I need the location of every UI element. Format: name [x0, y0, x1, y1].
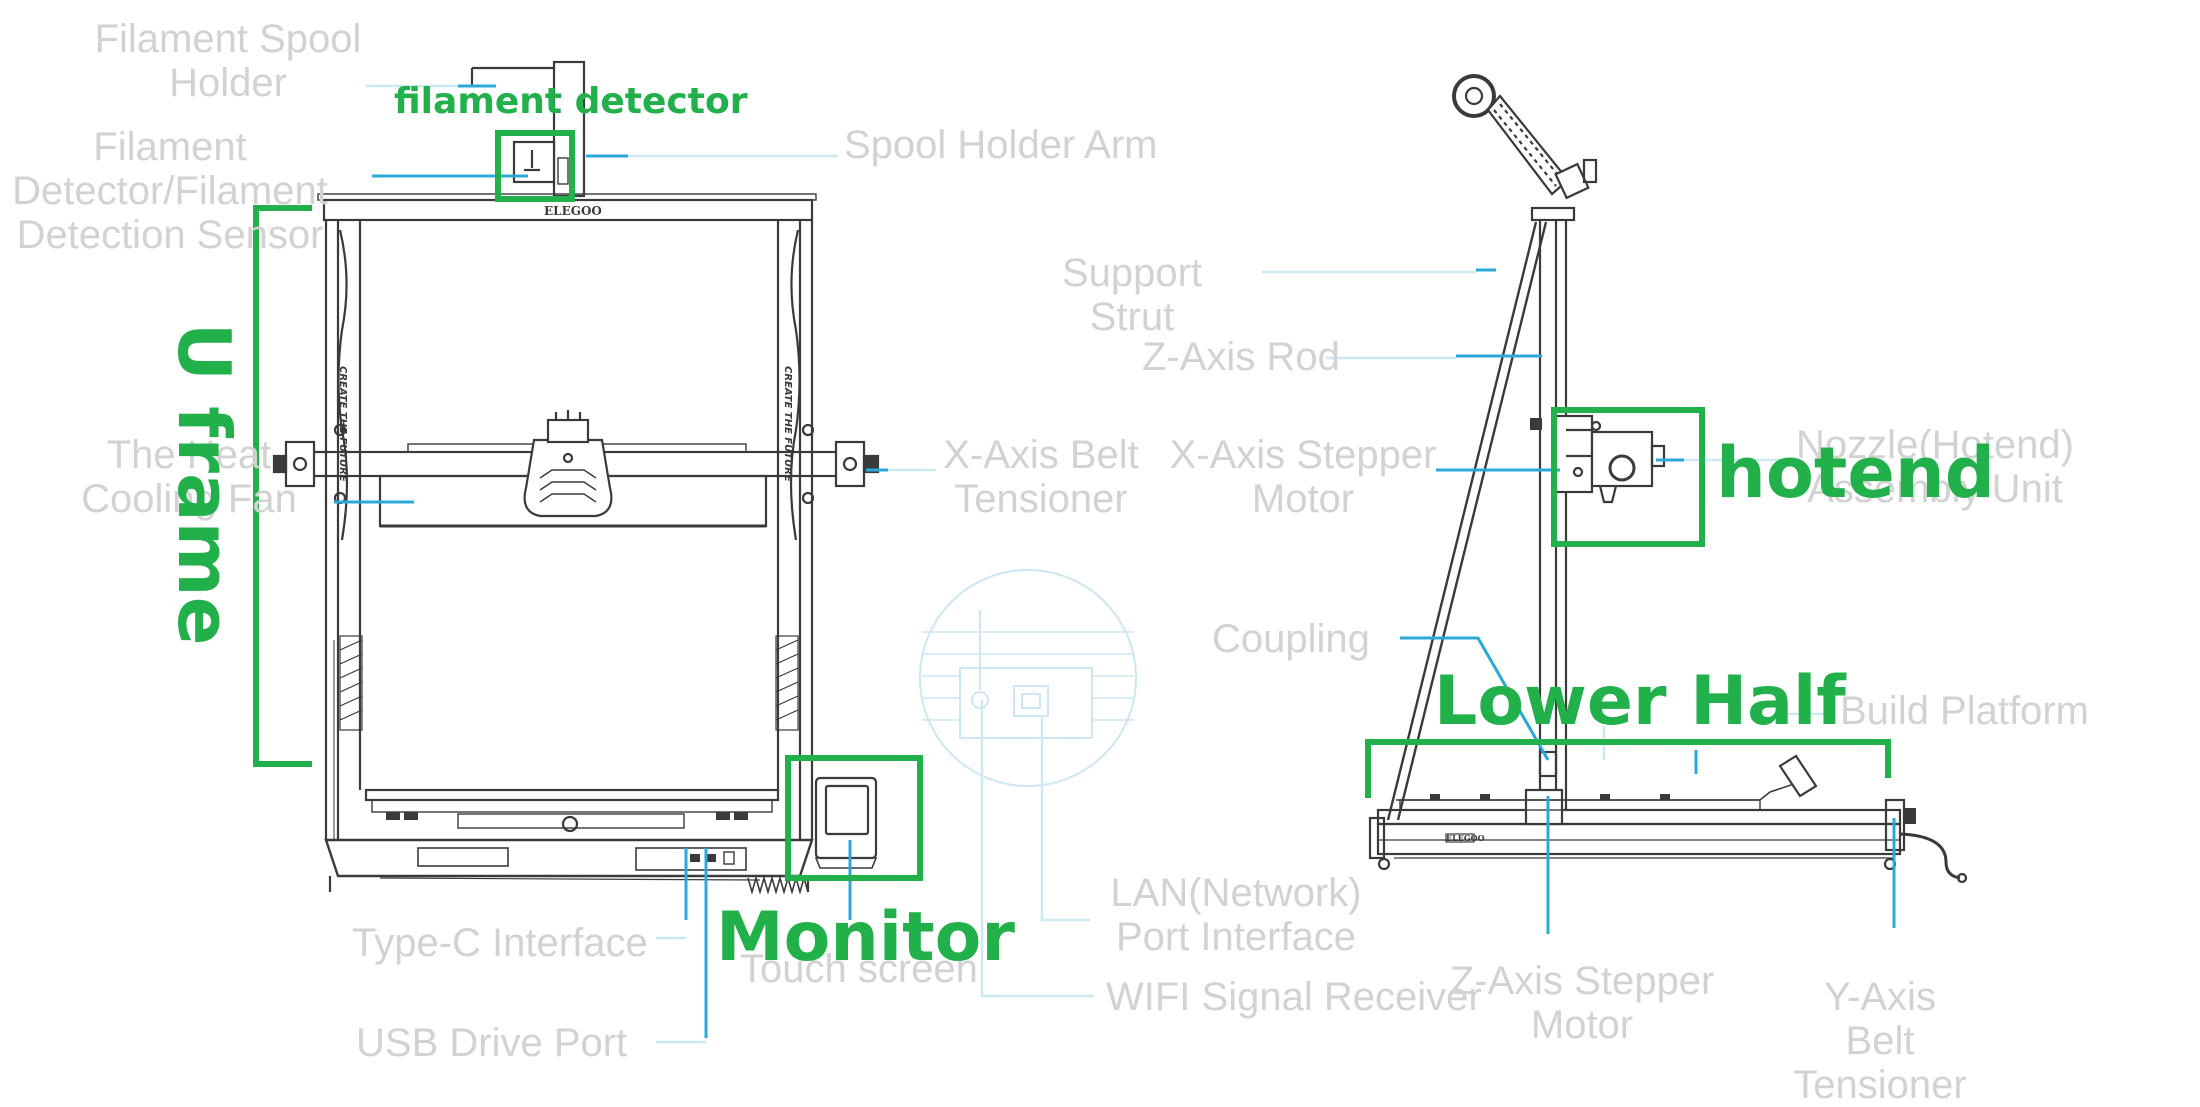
- front-view-printer: [272, 60, 880, 895]
- label-heat-cooling-fan: The Heat Cooling Fan: [81, 433, 297, 521]
- support-strut: [1386, 221, 1538, 821]
- label-x-axis-belt-tensioner: X-Axis Belt Tensioner: [943, 433, 1139, 521]
- label-wifi-signal-receiver: WIFI Signal Receiver: [1106, 975, 1482, 1019]
- lower-half-bracket: [1365, 739, 1891, 798]
- brand-logo-side: ELEGOO: [1446, 833, 1485, 843]
- label-z-axis-rod: Z-Axis Rod: [1142, 335, 1340, 379]
- monitor-highlight-box: [785, 755, 923, 881]
- label-type-c-interface: Type-C Interface: [352, 921, 648, 965]
- frame-text-left: CREATE THE FUTURE: [337, 366, 348, 482]
- side-view-printer: [1368, 74, 1968, 884]
- leader-lines-faded: [366, 84, 1836, 1044]
- label-nozzle-hotend-assembly: Nozzle(Hotend) Assembly Unit: [1796, 423, 2074, 511]
- z-column-top: [1530, 206, 1576, 222]
- label-z-axis-stepper-motor: Z-Axis Stepper Motor: [1449, 959, 1715, 1047]
- label-lan-port-interface: LAN(Network) Port Interface: [1110, 871, 1362, 959]
- hotend-highlight-box: [1551, 407, 1705, 547]
- filament-detector-highlight-box: [495, 130, 575, 202]
- annotation-u-frame: U frame: [162, 322, 246, 646]
- label-usb-drive-port: USB Drive Port: [356, 1021, 628, 1065]
- side-base-top: [1376, 808, 1902, 826]
- annotation-monitor: Monitor: [716, 898, 1015, 977]
- spool-ring: [1452, 74, 1496, 118]
- label-build-platform: Build Platform: [1840, 689, 2089, 733]
- frame-text-right: CREATE THE FUTURE: [782, 366, 793, 482]
- brand-logo-front: ELEGOO: [544, 204, 602, 218]
- label-filament-spool-holder: Filament Spool Holder: [94, 17, 362, 105]
- label-support-strut: Support Strut: [1061, 251, 1203, 339]
- label-filament-detector-sensor: Filament Detector/Filament Detection Sen…: [12, 125, 328, 257]
- annotation-lower-half: Lower Half: [1434, 662, 1846, 741]
- label-y-axis-belt-tensioner: Y-Axis Belt Tensioner: [1793, 975, 1967, 1107]
- u-frame-bracket: [253, 205, 312, 767]
- lan-wifi-inset: [919, 569, 1137, 787]
- annotation-hotend: hotend: [1716, 432, 1995, 514]
- label-touch-screen: Touch screen: [740, 947, 978, 991]
- coupling: [1538, 750, 1558, 778]
- label-spool-holder-arm: Spool Holder Arm: [844, 123, 1158, 167]
- green-annotations: [253, 130, 1891, 881]
- label-x-axis-stepper-motor: X-Axis Stepper Motor: [1169, 433, 1437, 521]
- carriage: [1554, 414, 1594, 494]
- column-hatch: [339, 635, 799, 731]
- annotation-filament-detector: filament detector: [394, 81, 748, 122]
- print-head: [523, 438, 613, 518]
- label-coupling: Coupling: [1212, 617, 1370, 661]
